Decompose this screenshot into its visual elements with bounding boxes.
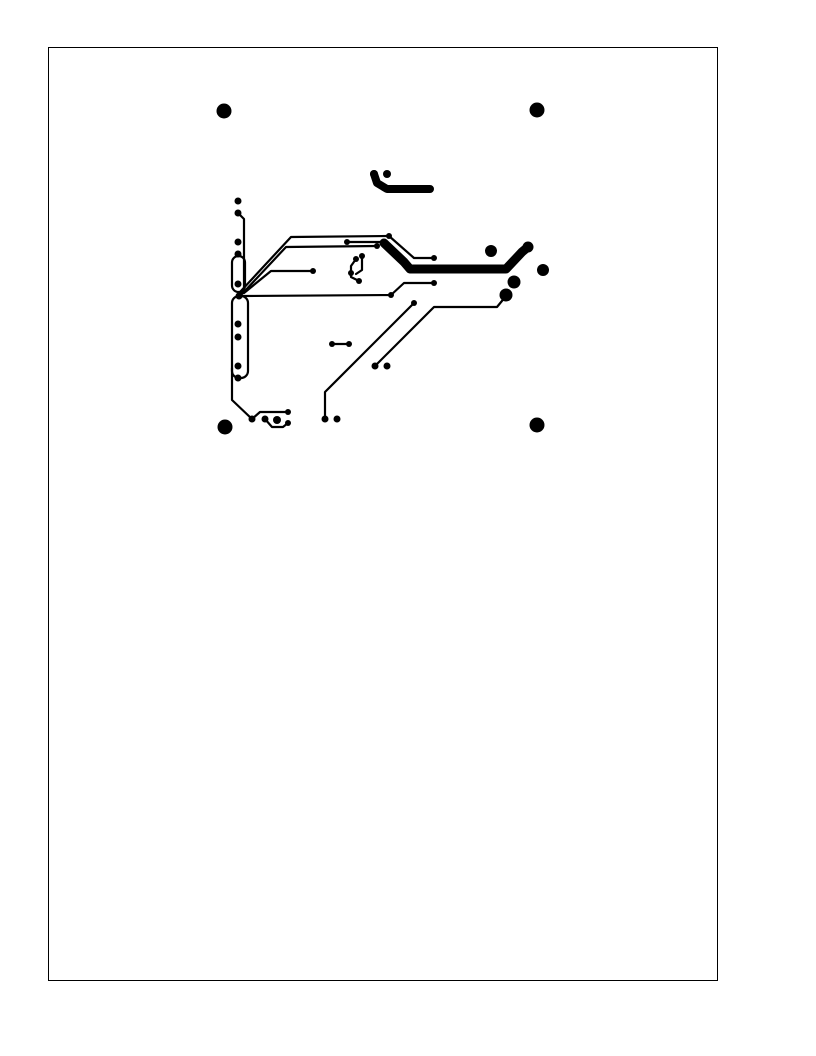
- pad: [383, 170, 391, 178]
- mounting-hole-top-right: [529, 102, 545, 118]
- pad: [383, 362, 391, 370]
- mounting-holes: [216, 102, 545, 435]
- power-trace-main: [379, 238, 533, 274]
- signal-traces: [230, 211, 508, 429]
- mounting-hole-bottom-right: [529, 417, 545, 433]
- pad-large: [507, 275, 521, 289]
- pad: [371, 362, 379, 370]
- pad: [411, 300, 417, 306]
- pad: [333, 415, 341, 423]
- mounting-hole-top-left: [216, 103, 232, 119]
- pad: [234, 209, 242, 217]
- pad: [273, 416, 281, 424]
- pad: [374, 243, 380, 249]
- page-border: [48, 47, 718, 981]
- pad: [285, 409, 291, 415]
- pad: [388, 292, 394, 298]
- pad: [346, 341, 352, 347]
- pad: [356, 278, 362, 284]
- pad: [261, 415, 269, 423]
- pad: [234, 320, 242, 328]
- pad: [234, 238, 242, 246]
- pad: [234, 197, 242, 205]
- trace-bottom-connector-b: [263, 417, 290, 429]
- pad: [235, 292, 243, 300]
- power-traces: [370, 170, 533, 274]
- pad: [285, 420, 291, 426]
- pad-large: [522, 241, 534, 253]
- pad: [234, 280, 242, 288]
- pads: [234, 170, 549, 426]
- pad: [359, 253, 365, 259]
- trace-to-right-pad: [240, 281, 436, 298]
- pad: [329, 341, 335, 347]
- trace-to-mid-pad: [240, 244, 379, 296]
- pad: [348, 270, 354, 276]
- pad-large: [499, 288, 513, 302]
- power-trace-top: [370, 170, 434, 193]
- pad: [234, 250, 242, 258]
- left-bus-to-bottom: [230, 366, 254, 421]
- trace-jumper: [349, 257, 361, 283]
- pad: [386, 233, 392, 239]
- pad: [321, 415, 329, 423]
- trace-bottom-connector: [250, 410, 290, 421]
- trace-to-short-pad: [242, 269, 315, 295]
- pad: [248, 415, 256, 423]
- mounting-hole-bottom-left: [217, 419, 233, 435]
- pad: [344, 239, 350, 245]
- pad: [234, 374, 242, 382]
- pad: [310, 268, 316, 274]
- trace-diagonal-right: [373, 294, 508, 368]
- pad: [370, 170, 378, 178]
- pad-large: [485, 245, 497, 257]
- trace-diagonal-long: [323, 301, 416, 421]
- pad: [353, 256, 359, 262]
- pad: [234, 333, 242, 341]
- trace-jumper-b: [354, 254, 364, 276]
- pad: [234, 362, 242, 370]
- pad: [431, 280, 437, 286]
- pad-large: [537, 264, 549, 276]
- pad: [431, 255, 437, 261]
